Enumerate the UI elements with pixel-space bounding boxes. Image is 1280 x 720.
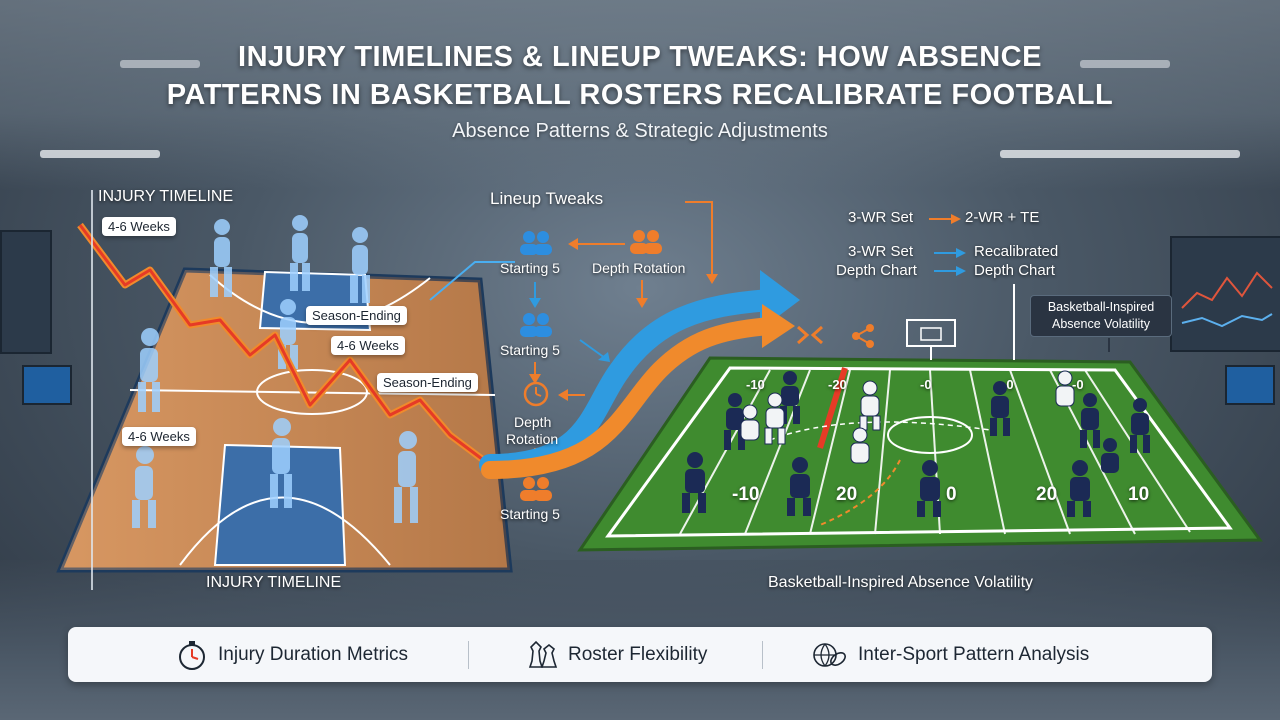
metric-label: Inter-Sport Pattern Analysis [858, 643, 1090, 665]
yard-number: -0 [1002, 377, 1014, 392]
starting-5-label: Starting 5 [500, 506, 560, 522]
depth-rotation-label: Depth Rotation [592, 260, 686, 276]
formation-from-label: 3-WR Set [848, 209, 914, 226]
timeline-tag: 4-6 Weeks [102, 217, 176, 236]
callout-pointer [1013, 284, 1015, 360]
sports-balls-icon [813, 642, 846, 667]
depth-rotation-label-line2: Rotation [506, 431, 559, 447]
ceiling-light [120, 60, 200, 68]
injury-timeline-line [77, 222, 541, 474]
yard-number: -0 [1072, 377, 1084, 392]
arrow-right-icon [934, 248, 966, 258]
yard-number: 10 [1128, 484, 1150, 505]
starting-5-label: Starting 5 [500, 342, 560, 358]
lineup-tweaks-heading: Lineup Tweaks [490, 189, 604, 208]
arrow-right-icon [929, 214, 961, 224]
monitor-chart-icon [1181, 271, 1273, 328]
hoop-icon [906, 319, 956, 360]
player-silhouettes [132, 215, 418, 528]
timeline-tag: Season-Ending [377, 373, 478, 392]
timeline-tag: 4-6 Weeks [331, 336, 405, 355]
metric-injury-duration[interactable]: Injury Duration Metrics [176, 627, 408, 682]
metric-label: Roster Flexibility [568, 643, 708, 665]
yard-number: -10 [732, 484, 760, 505]
team-icon [630, 230, 662, 254]
stopwatch-icon [523, 381, 549, 407]
title-line-1: INJURY TIMELINES & LINEUP TWEAKS: HOW AB… [238, 41, 1042, 73]
ceiling-light [1080, 60, 1170, 68]
callout-line-2: Absence Volatility [1052, 317, 1150, 331]
divider [762, 641, 763, 669]
ceiling-light [40, 150, 160, 158]
volatility-callout: Basketball-Inspired Absence Volatility [1030, 295, 1172, 337]
play-switch-icon [797, 325, 823, 345]
stopwatch-icon [179, 640, 205, 670]
metric-roster-flexibility[interactable]: Roster Flexibility [524, 627, 707, 682]
arrow-right-icon [934, 266, 966, 276]
team-icon [520, 477, 552, 501]
transition-arrows [479, 270, 800, 479]
flow-connectors [429, 201, 718, 468]
football-players [682, 370, 1150, 517]
timeline-axis [91, 190, 93, 590]
divider [468, 641, 469, 669]
page-subtitle: Absence Patterns & Strategic Adjustments [452, 120, 828, 142]
chess-pieces-icon [528, 640, 558, 668]
ceiling-light [1000, 150, 1240, 158]
page-title: INJURY TIMELINES & LINEUP TWEAKS: HOW AB… [0, 38, 1280, 114]
timeline-tag: 4-6 Weeks [122, 427, 196, 446]
injury-timeline-bottom-label: INJURY TIMELINE [206, 574, 342, 591]
depth-chart-to-label: Depth Chart [974, 262, 1055, 279]
volatility-bottom-label: Basketball-Inspired Absence Volatility [768, 574, 1034, 591]
network-nodes-icon [852, 324, 874, 348]
yard-number: 0 [946, 484, 957, 505]
yard-number: 20 [1036, 484, 1058, 505]
formation-to-label: 2-WR + TE [965, 209, 1040, 226]
desk-monitor [22, 365, 72, 405]
recalibrated-label: Recalibrated [974, 243, 1059, 260]
metric-label: Injury Duration Metrics [218, 643, 409, 665]
callout-pointer [1108, 338, 1110, 352]
formation-from-label: 3-WR Set [848, 243, 914, 260]
yard-number: -20 [828, 377, 847, 392]
timeline-tag: Season-Ending [306, 306, 407, 325]
injury-timeline-top-label: INJURY TIMELINE [98, 188, 234, 205]
yard-number: -0 [920, 377, 932, 392]
team-icon [520, 231, 552, 255]
starting-5-label: Starting 5 [500, 260, 560, 276]
ceiling [0, 0, 1280, 190]
team-icon [520, 313, 552, 337]
callout-line-1: Basketball-Inspired [1047, 300, 1155, 314]
wall-monitor [0, 230, 52, 354]
yard-number: 20 [836, 484, 858, 505]
bottom-metrics-bar: Injury Duration Metrics Roster Flexibili… [68, 627, 1212, 682]
desk-monitor [1225, 365, 1275, 405]
title-line-2: PATTERNS IN BASKETBALL ROSTERS RECALIBRA… [166, 79, 1114, 111]
metric-inter-sport-analysis[interactable]: Inter-Sport Pattern Analysis [812, 627, 1089, 682]
depth-rotation-label-line1: Depth [514, 414, 552, 430]
wall-monitor [1170, 236, 1280, 352]
depth-chart-from-label: Depth Chart [836, 262, 917, 279]
yard-number: -10 [746, 377, 765, 392]
